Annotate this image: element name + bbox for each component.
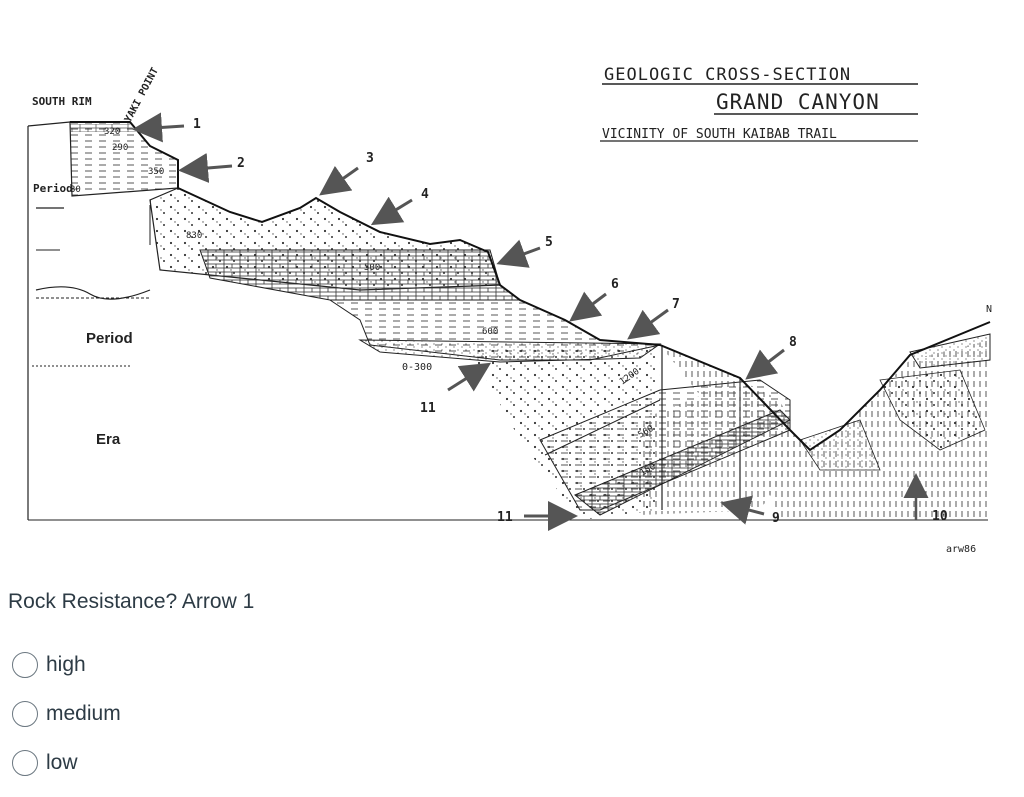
- thickness-label-5: 830: [186, 231, 202, 241]
- thickness-label-1: 320: [104, 127, 120, 137]
- arrow-7-line: [632, 310, 668, 336]
- question-text: Rock Resistance? Arrow 1: [8, 590, 254, 614]
- arrow-1-number: 1: [193, 117, 201, 132]
- arrow-11a-line: [448, 366, 486, 390]
- arrow-11a-number: 11: [420, 401, 436, 416]
- period-label-mid: Period: [86, 330, 133, 347]
- arrow-5-number: 5: [545, 235, 553, 250]
- arrow-6-number: 6: [611, 277, 619, 292]
- thickness-label-4: 30: [70, 185, 81, 195]
- thickness-label-6: 500: [364, 263, 380, 273]
- arrow-5-line: [502, 248, 540, 262]
- arrow-1-line: [138, 126, 184, 129]
- arrow-9-number: 9: [772, 511, 780, 526]
- south-rim-label: SOUTH RIM: [32, 95, 92, 108]
- option-high[interactable]: high: [12, 650, 121, 680]
- arrow-10-number: 10: [932, 509, 948, 524]
- arrow-6-line: [574, 294, 606, 318]
- radio-medium[interactable]: [12, 701, 38, 727]
- title-line-3: VICINITY OF SOUTH KAIBAB TRAIL: [602, 127, 837, 142]
- option-medium-label: medium: [46, 702, 121, 726]
- cross-section-figure: GEOLOGIC CROSS-SECTION GRAND CANYON VICI…: [0, 0, 1024, 560]
- title-line-1: GEOLOGIC CROSS-SECTION: [604, 65, 851, 85]
- arrow-2-number: 2: [237, 156, 245, 171]
- yaki-point-label: YAKI POINT: [123, 66, 161, 124]
- option-high-label: high: [46, 653, 86, 677]
- arrow-4-number: 4: [421, 187, 429, 202]
- arrow-8-number: 8: [789, 335, 797, 350]
- arrow-4-line: [376, 200, 412, 222]
- signature: arw86: [946, 544, 976, 555]
- era-label: Era: [96, 431, 121, 448]
- option-medium[interactable]: medium: [12, 699, 121, 729]
- period-label-top: Period: [33, 182, 73, 195]
- radio-low[interactable]: [12, 750, 38, 776]
- radio-high[interactable]: [12, 652, 38, 678]
- arrow-11b-number: 11: [497, 510, 513, 525]
- north-label: N: [986, 304, 992, 315]
- arrow-3-line: [324, 168, 358, 192]
- thickness-label-7: 600: [482, 327, 498, 337]
- option-low[interactable]: low: [12, 748, 121, 778]
- arrow-2-line: [184, 166, 232, 170]
- arrow-7-number: 7: [672, 297, 680, 312]
- arrow-3-number: 3: [366, 151, 374, 166]
- title-line-2: GRAND CANYON: [716, 90, 880, 114]
- thickness-label-3: 350: [148, 167, 164, 177]
- option-low-label: low: [46, 751, 78, 775]
- thickness-label-2: 290: [112, 143, 128, 153]
- thickness-label-8: 0-300: [402, 362, 432, 373]
- arrow-8-line: [750, 350, 784, 376]
- answer-options: high medium low: [12, 650, 121, 797]
